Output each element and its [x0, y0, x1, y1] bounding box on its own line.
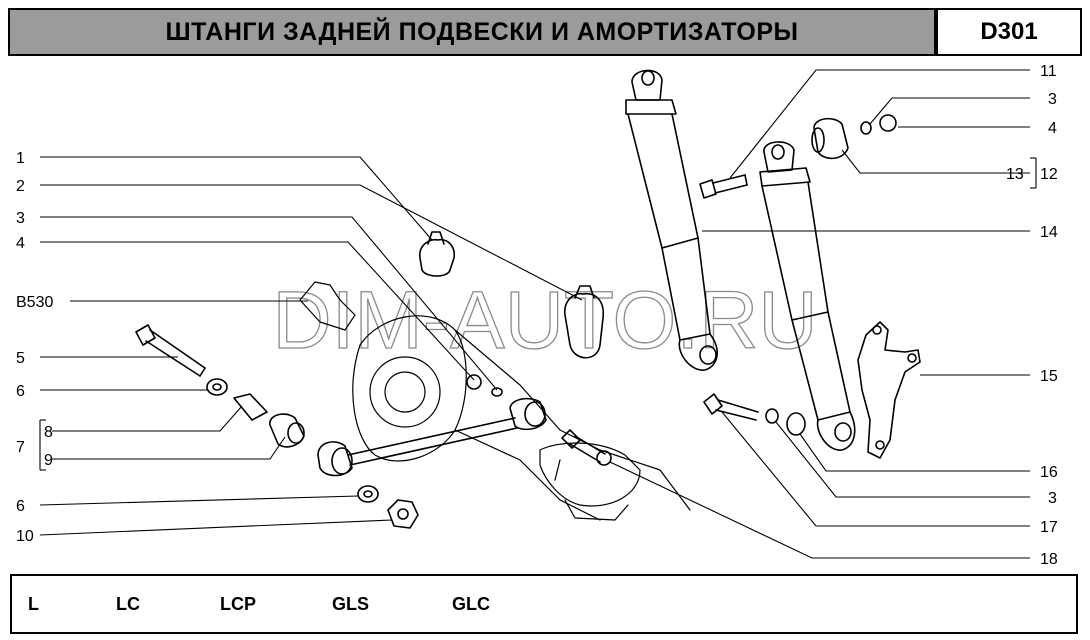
page-title: ШТАНГИ ЗАДНЕЙ ПОДВЕСКИ И АМОРТИЗАТОРЫ: [165, 18, 799, 46]
bolt-11: [699, 174, 748, 199]
variant-l: L: [28, 594, 39, 614]
callout-4-left: 4: [16, 235, 25, 252]
callout-11: 11: [1040, 63, 1057, 80]
callout-10: 10: [16, 528, 34, 545]
callout-8: 8: [44, 424, 53, 441]
bump-stop-small: [419, 231, 456, 277]
shock-absorber-left: [625, 69, 718, 371]
callout-15: 15: [1040, 368, 1058, 385]
bracket-15: [857, 321, 921, 459]
nut-4-top: [879, 114, 897, 132]
callout-5: 5: [16, 350, 25, 367]
leader-lines: [39, 69, 1037, 559]
washer-6-upper: [206, 378, 228, 396]
callout-12: 12: [1040, 166, 1058, 183]
callout-18: 18: [1040, 551, 1058, 568]
washer-6-upper-hole: [212, 383, 222, 391]
variant-lc: LC: [116, 594, 140, 614]
nut-10: [387, 499, 419, 529]
callout-2: 2: [16, 178, 25, 195]
variant-glc: GLC: [452, 594, 490, 614]
suspension-rod: [317, 397, 547, 477]
washer-6-lower: [357, 485, 379, 503]
bolt-17: [703, 393, 759, 421]
bushing-16: [786, 412, 806, 436]
callout-3-left: 3: [16, 210, 25, 227]
callout-7: 7: [16, 439, 25, 456]
title-bar: ШТАНГИ ЗАДНЕЙ ПОДВЕСКИ И АМОРТИЗАТОРЫ: [8, 8, 936, 56]
bolt-5: [135, 324, 206, 377]
washer-3-upper: [491, 387, 503, 397]
callout-9: 9: [44, 452, 53, 469]
exploded-parts-diagram: DIM-AUTO.RU: [16, 63, 1058, 568]
sleeve-8: [233, 393, 268, 421]
diagram-code: D301: [936, 8, 1082, 56]
variant-lcp: LCP: [220, 594, 256, 614]
callout-13: 13: [1006, 166, 1024, 183]
callout-17: 17: [1040, 519, 1058, 536]
callout-14: 14: [1040, 224, 1058, 241]
callout-3-lower: 3: [1048, 490, 1057, 507]
model-variants-bar: L LC LCP GLS GLC: [10, 574, 1078, 634]
variant-gls: GLS: [332, 594, 370, 614]
shock-absorber-right: [759, 141, 856, 451]
callout-3-top: 3: [1048, 91, 1057, 108]
callout-1: 1: [16, 150, 25, 167]
callout-4-top: 4: [1048, 120, 1057, 137]
bushing-9: [269, 413, 305, 448]
callout-6-upper: 6: [16, 383, 25, 400]
bushing-13: [811, 117, 849, 160]
page-header: ШТАНГИ ЗАДНЕЙ ПОДВЕСКИ И АМОРТИЗАТОРЫ D3…: [8, 8, 1082, 56]
callout-b530: B530: [16, 294, 53, 311]
bolt-18: [561, 429, 612, 466]
callout-6-lower: 6: [16, 498, 25, 515]
watermark-text: DIM-AUTO.RU: [272, 275, 817, 366]
nut-4-upper: [466, 374, 482, 390]
washer-3-lower: [765, 408, 779, 424]
bump-stop-large: [564, 285, 605, 359]
washer-6-lower-hole: [363, 490, 373, 498]
washer-3-top: [860, 121, 872, 135]
callout-16: 16: [1040, 464, 1058, 481]
